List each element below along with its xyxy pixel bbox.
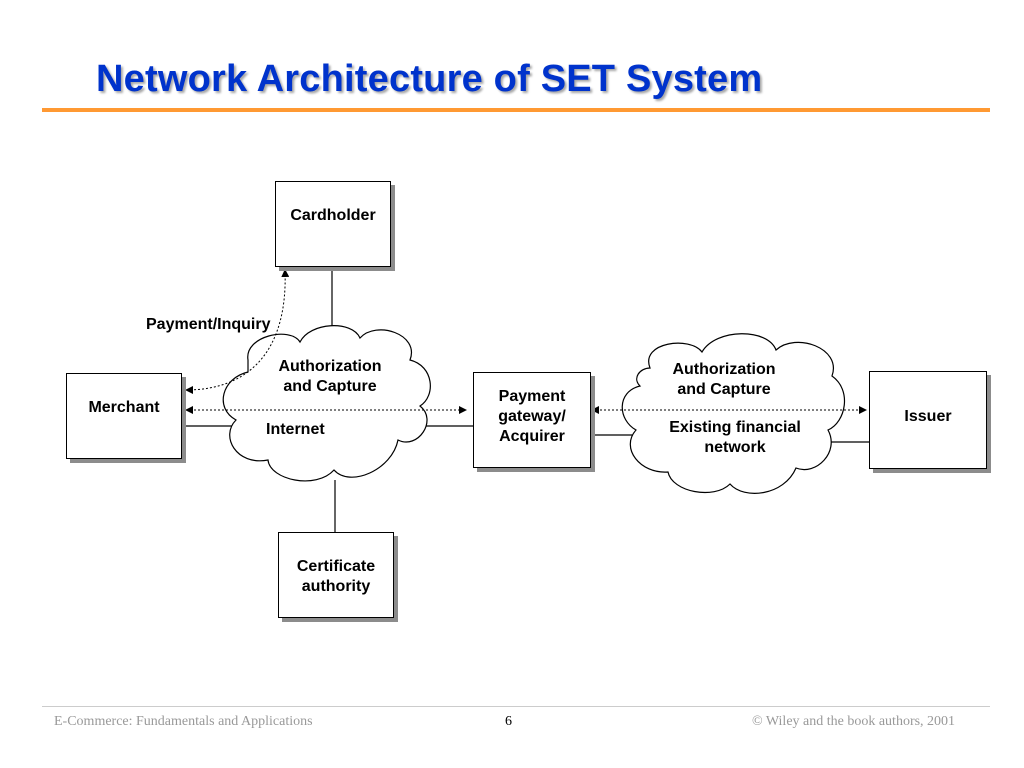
certificate-authority-label: Certificate authority xyxy=(296,558,376,595)
certificate-authority-node: Certificate authority xyxy=(278,532,394,618)
merchant-label: Merchant xyxy=(88,399,160,416)
payment-gateway-label: Payment gateway/ Acquirer xyxy=(498,388,566,445)
cardholder-node: Cardholder xyxy=(275,181,391,267)
payment-gateway-node: Payment gateway/ Acquirer xyxy=(473,372,591,468)
internet-network-label: Internet xyxy=(266,421,325,438)
cardholder-label: Cardholder xyxy=(290,207,376,224)
internet-flow-label: Authorization and Capture xyxy=(278,358,382,395)
footer-divider xyxy=(42,706,990,707)
issuer-node: Issuer xyxy=(869,371,987,469)
title-underline xyxy=(42,108,990,112)
financial-network-label: Existing financial network xyxy=(669,419,801,456)
footer-course-title: E-Commerce: Fundamentals and Application… xyxy=(54,714,313,729)
footer-copyright: © Wiley and the book authors, 2001 xyxy=(752,714,956,729)
financial-cloud xyxy=(621,333,846,494)
merchant-node: Merchant xyxy=(66,373,182,459)
financial-flow-label: Authorization and Capture xyxy=(672,361,776,398)
issuer-label: Issuer xyxy=(904,408,952,425)
page-number: 6 xyxy=(505,714,512,729)
internet-cloud xyxy=(222,325,431,482)
payment-inquiry-label: Payment/Inquiry xyxy=(146,316,271,333)
slide-title: Network Architecture of SET System xyxy=(96,58,763,100)
